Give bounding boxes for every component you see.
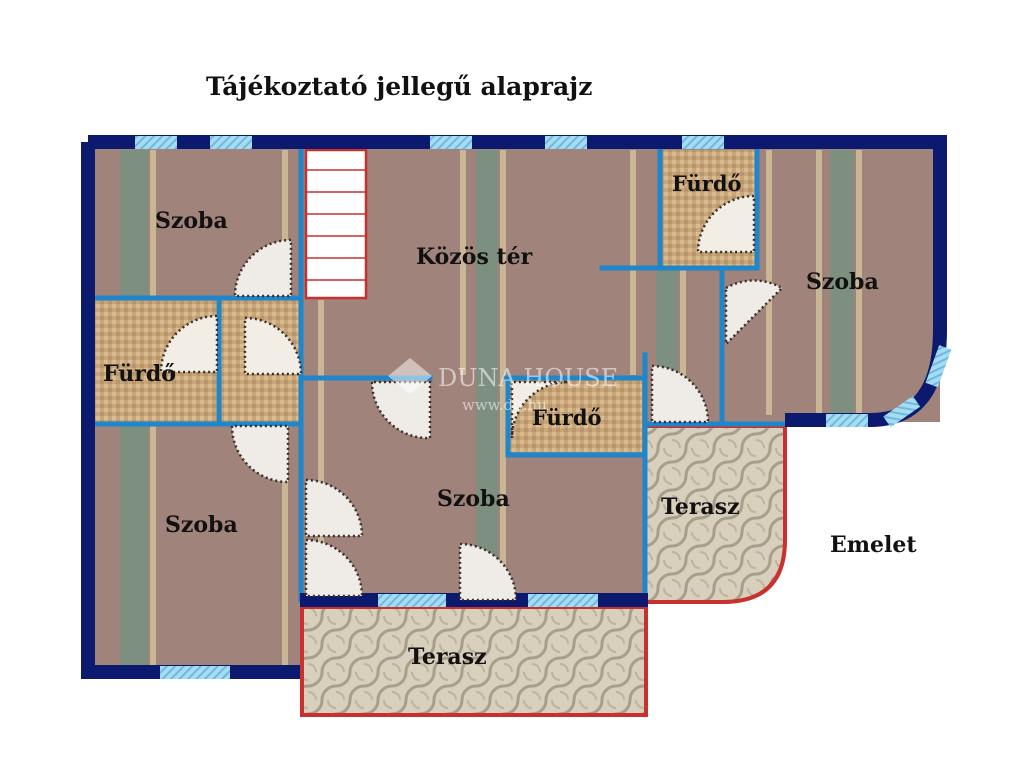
watermark: DUNA HOUSE www.dh.hu (388, 358, 618, 414)
room-label-szoba-bottom-left: Szoba (165, 512, 238, 538)
door-swings (159, 194, 785, 602)
windows (135, 136, 952, 679)
staircase (304, 148, 368, 300)
plan-title: Tájékoztató jellegű alaprajz (206, 72, 592, 101)
room-label-kozos-ter: Közös tér (416, 244, 533, 270)
watermark-url: www.dh.hu (462, 396, 547, 414)
terrace-right-floor (643, 424, 787, 604)
room-label-szoba-right: Szoba (806, 269, 879, 295)
room-label-szoba-top-left: Szoba (155, 208, 228, 234)
terrace-bottom-floor (300, 605, 648, 717)
floor-label: Emelet (830, 532, 917, 558)
watermark-brand: DUNA HOUSE (438, 364, 618, 392)
room-label-furdo-center: Fürdő (532, 405, 602, 430)
room-label-furdo-top-right: Fürdő (672, 171, 742, 196)
room-label-terasz-bottom: Terasz (408, 644, 487, 670)
floor-stripes (120, 150, 862, 666)
room-label-szoba-center: Szoba (437, 486, 510, 512)
inner-walls (92, 147, 788, 603)
room-label-terasz-right: Terasz (661, 494, 740, 520)
room-label-furdo-left: Fürdő (103, 361, 176, 387)
